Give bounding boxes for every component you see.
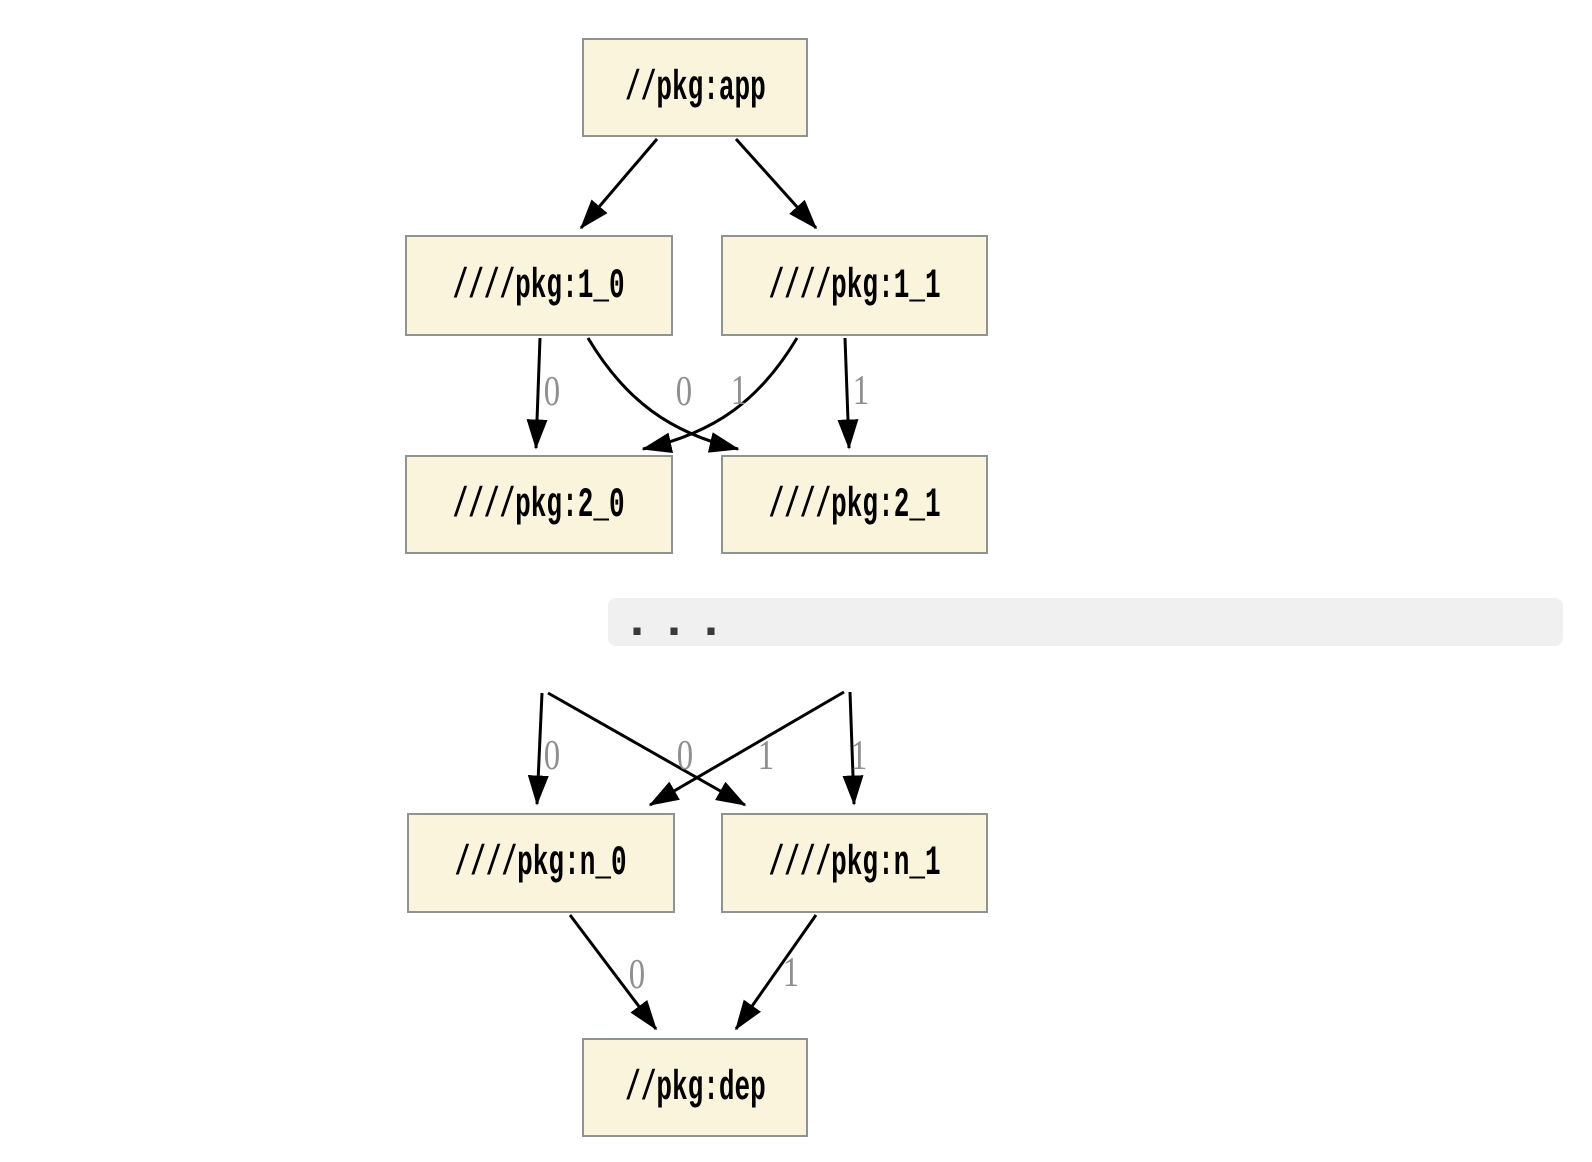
node-label: //pkg:dep: [624, 1063, 766, 1112]
node-label: ////pkg:2_0: [453, 480, 625, 529]
node-label: ////pkg:2_1: [768, 480, 941, 529]
edge-1-1-to-2-1: [837, 337, 859, 450]
edge-label-row1-left: 0: [543, 369, 561, 416]
edge-n-0-to-dep: [568, 914, 658, 1031]
edge-elided-to-n-0-straight: [527, 692, 549, 806]
edge-label-dep-right: 1: [782, 950, 800, 997]
edge-elided-to-n-0-cross: [648, 690, 845, 807]
node-label: ////pkg:1_1: [768, 261, 941, 310]
edge-label-row1-right: 1: [852, 368, 870, 415]
node-label: ////pkg:1_0: [453, 261, 625, 310]
edge-n-1-to-dep: [734, 914, 818, 1031]
node-label: ////pkg:n_1: [768, 839, 941, 887]
edge-label-row2-right: 1: [850, 733, 868, 780]
node-label: ////pkg:n_0: [455, 839, 627, 887]
edge-1-1-to-2-0: [641, 337, 799, 454]
edge-elided-to-n-1-cross: [547, 691, 747, 807]
edge-label-row2-left: 0: [543, 733, 561, 780]
node-pkg-1-1: ////pkg:1_1: [721, 235, 988, 336]
edge-app-to-1-0: [579, 138, 659, 230]
edge-1-0-to-2-1: [586, 337, 740, 453]
edge-label-row2-mid-right: 1: [757, 733, 775, 780]
node-pkg-dep: //pkg:dep: [582, 1038, 808, 1137]
node-label: //pkg:app: [624, 63, 766, 112]
node-pkg-n-0: ////pkg:n_0: [407, 813, 675, 913]
ellipsis-band: ...: [608, 594, 1563, 651]
node-pkg-2-1: ////pkg:2_1: [721, 455, 988, 554]
node-pkg-1-0: ////pkg:1_0: [405, 235, 673, 336]
node-pkg-n-1: ////pkg:n_1: [721, 813, 988, 913]
edge-label-row1-mid-right: 1: [730, 368, 748, 415]
ellipsis-dots: ...: [622, 593, 734, 651]
node-pkg-2-0: ////pkg:2_0: [405, 455, 673, 554]
edge-app-to-1-1: [734, 137, 818, 230]
edge-label-row2-mid-left: 0: [676, 733, 694, 780]
node-pkg-app: //pkg:app: [582, 38, 808, 137]
edge-label-dep-left: 0: [628, 952, 646, 999]
edge-elided-to-n-1-straight: [842, 691, 864, 806]
edge-label-row1-mid-left: 0: [675, 369, 693, 416]
edge-1-0-to-2-0: [526, 337, 548, 450]
